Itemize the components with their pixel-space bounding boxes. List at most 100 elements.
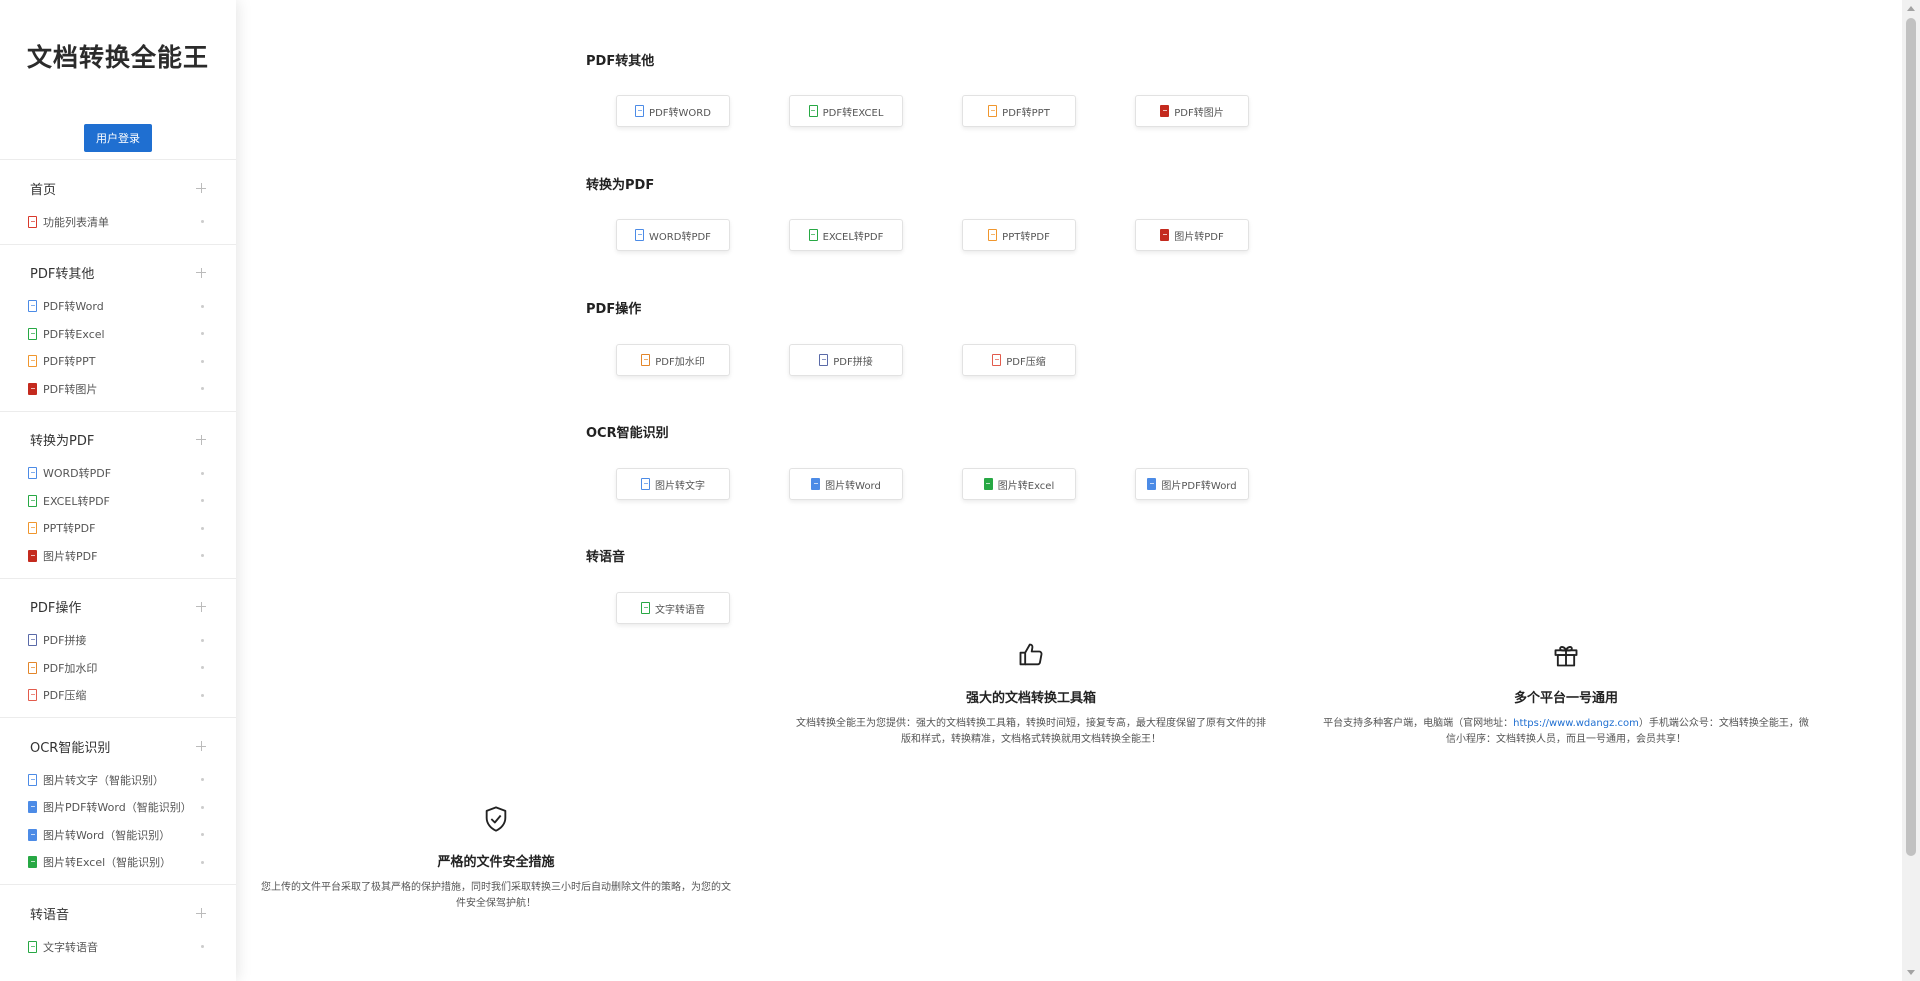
thumbs-up-icon: [1019, 643, 1043, 666]
sidebar-item-feature-list[interactable]: 功能列表清单: [0, 208, 236, 236]
sidebar-item-pdf-to-excel[interactable]: PDF转Excel: [0, 320, 236, 348]
sidebar-item-label: WORD转PDF: [43, 467, 112, 481]
tool-excel-to-pdf[interactable]: EXCEL转PDF: [789, 219, 903, 251]
plus-icon[interactable]: [196, 741, 206, 751]
sidebar-item-label: PDF拼接: [43, 634, 87, 648]
plus-icon[interactable]: [196, 267, 206, 278]
sidebar-item-label: PDF转图片: [43, 382, 98, 396]
sidebar-item-ocr-excel[interactable]: 图片转Excel（智能识别）: [0, 849, 236, 877]
dot-icon: [201, 693, 204, 697]
app-title: 文档转换全能王: [26, 43, 209, 72]
login-button[interactable]: 用户登录: [84, 124, 152, 152]
tool-label: 文字转语音: [655, 604, 705, 616]
scroll-down-arrow-icon[interactable]: [1907, 970, 1915, 975]
tool-pdf-to-image[interactable]: PDF转图片: [1135, 95, 1249, 127]
tool-label: PDF压缩: [1006, 356, 1046, 368]
nav-group-header[interactable]: 首页: [0, 168, 236, 208]
nav-group-title: 首页: [30, 182, 57, 198]
voice-icon: [641, 602, 650, 614]
tool-pdf-to-word[interactable]: PDF转WORD: [616, 95, 730, 127]
feature-description: 平台支持多种客户端，电脑端（官网地址：https://www.wdangz.co…: [1306, 716, 1826, 748]
feature-title: 严格的文件安全措施: [437, 855, 555, 870]
dot-icon: [201, 554, 204, 558]
sidebar-item-excel-to-pdf[interactable]: EXCEL转PDF: [0, 487, 236, 515]
nav-group-header[interactable]: 转换为PDF: [0, 420, 236, 460]
sidebar-item-pdf-to-word[interactable]: PDF转Word: [0, 293, 236, 321]
word-file-icon: [1147, 478, 1157, 490]
feature-desc-line: 您上传的文件平台采取了极其严格的保护措施，同时我们采取转换三小时后自动删除文件的…: [261, 882, 731, 893]
sidebar-item-label: PDF转PPT: [43, 355, 96, 369]
sidebar-item-pdf-compress[interactable]: PDF压缩: [0, 682, 236, 710]
nav-group-pdf-to-other: PDF转其他 PDF转Word PDF转Excel PDF转PPT PDF转图片: [0, 243, 236, 411]
tool-label: 图片转Word: [825, 480, 881, 492]
sidebar-item-pdf-to-ppt[interactable]: PDF转PPT: [0, 348, 236, 376]
dot-icon: [201, 332, 204, 336]
feature-title: 强大的文档转换工具箱: [965, 691, 1096, 706]
sidebar-item-ocr-word[interactable]: 图片转Word（智能识别）: [0, 821, 236, 849]
sidebar-item-word-to-pdf[interactable]: WORD转PDF: [0, 460, 236, 488]
nav-group-title: PDF操作: [30, 601, 82, 616]
plus-icon[interactable]: [196, 183, 206, 193]
excel-file-icon: [28, 494, 37, 507]
dot-icon: [201, 526, 204, 530]
sidebar-item-ocr-pdf-word[interactable]: 图片PDF转Word（智能识别）: [0, 794, 236, 822]
feature-desc-text: ）手机端公众号：文档转换全能王，微: [1638, 718, 1809, 729]
sidebar-item-label: PDF压缩: [43, 689, 87, 703]
tool-label: WORD转PDF: [649, 231, 711, 243]
tool-pdf-watermark[interactable]: PDF加水印: [616, 344, 730, 376]
sidebar-item-ocr-text[interactable]: 图片转文字（智能识别）: [0, 766, 236, 794]
nav-group-header[interactable]: PDF转其他: [0, 253, 236, 293]
word-file-icon: [635, 105, 645, 117]
sidebar-item-pdf-watermark[interactable]: PDF加水印: [0, 654, 236, 682]
sidebar-item-label: 图片转PDF: [43, 549, 98, 563]
vertical-scrollbar[interactable]: [1902, 0, 1920, 981]
website-link[interactable]: https://www.wdangz.com: [1513, 718, 1639, 729]
plus-icon[interactable]: [196, 908, 206, 918]
tool-ocr-image-to-word[interactable]: 图片转Word: [789, 468, 903, 500]
excel-file-icon: [28, 856, 37, 869]
dot-icon: [201, 805, 204, 809]
plus-icon[interactable]: [196, 434, 206, 445]
tool-label: EXCEL转PDF: [822, 231, 884, 243]
tool-pdf-compress[interactable]: PDF压缩: [962, 344, 1076, 376]
sidebar-item-ppt-to-pdf[interactable]: PPT转PDF: [0, 515, 236, 543]
nav-group-header[interactable]: PDF操作: [0, 587, 236, 627]
scroll-up-arrow-icon[interactable]: [1907, 6, 1915, 11]
ppt-file-icon: [988, 229, 998, 241]
section-title: PDF操作: [586, 302, 642, 317]
nav-group-pdf-ops: PDF操作 PDF拼接 PDF加水印 PDF压缩: [0, 577, 236, 718]
sidebar-item-label: 图片转Word（智能识别）: [43, 828, 171, 842]
sidebar-item-label: PPT转PDF: [43, 522, 96, 536]
tool-label: 图片转Excel: [997, 480, 1055, 492]
feature-security: 严格的文件安全措施 您上传的文件平台采取了极其严格的保护措施，同时我们采取转换三…: [236, 805, 756, 912]
tool-label: PDF拼接: [833, 356, 873, 368]
tool-ocr-image-to-text[interactable]: 图片转文字: [616, 468, 730, 500]
tool-text-to-voice[interactable]: 文字转语音: [616, 592, 730, 624]
nav-group-header[interactable]: 转语音: [0, 893, 236, 933]
tool-ppt-to-pdf[interactable]: PPT转PDF: [962, 219, 1076, 251]
nav-group-voice: 转语音 文字转语音: [0, 884, 236, 969]
sidebar-item-label: 功能列表清单: [43, 215, 109, 229]
tool-ocr-image-to-excel[interactable]: 图片转Excel: [962, 468, 1076, 500]
tool-ocr-pdf-to-word[interactable]: 图片PDF转Word: [1135, 468, 1249, 500]
tool-word-to-pdf[interactable]: WORD转PDF: [616, 219, 730, 251]
scroll-thumb[interactable]: [1906, 18, 1916, 856]
sidebar-item-text-to-voice[interactable]: 文字转语音: [0, 933, 236, 961]
sidebar-item-image-to-pdf[interactable]: 图片转PDF: [0, 542, 236, 570]
sidebar-item-pdf-join[interactable]: PDF拼接: [0, 627, 236, 655]
tool-pdf-join[interactable]: PDF拼接: [789, 344, 903, 376]
tool-pdf-to-ppt[interactable]: PDF转PPT: [962, 95, 1076, 127]
nav-group-title: 转换为PDF: [30, 434, 95, 449]
image-file-icon: [1160, 229, 1170, 241]
sidebar-nav: 首页 功能列表清单 PDF转其他 PDF转Word PDF转Exce: [0, 159, 236, 969]
tool-pdf-to-excel[interactable]: PDF转EXCEL: [789, 95, 903, 127]
sidebar-item-pdf-to-image[interactable]: PDF转图片: [0, 375, 236, 403]
nav-group-header[interactable]: OCR智能识别: [0, 726, 236, 766]
section-title: 转语音: [586, 550, 626, 565]
nav-group-home: 首页 功能列表清单: [0, 159, 236, 244]
word-file-icon: [635, 229, 645, 241]
tool-image-to-pdf[interactable]: 图片转PDF: [1135, 219, 1249, 251]
plus-icon[interactable]: [196, 601, 206, 612]
word-file-icon: [28, 801, 37, 814]
dot-icon: [201, 471, 204, 475]
